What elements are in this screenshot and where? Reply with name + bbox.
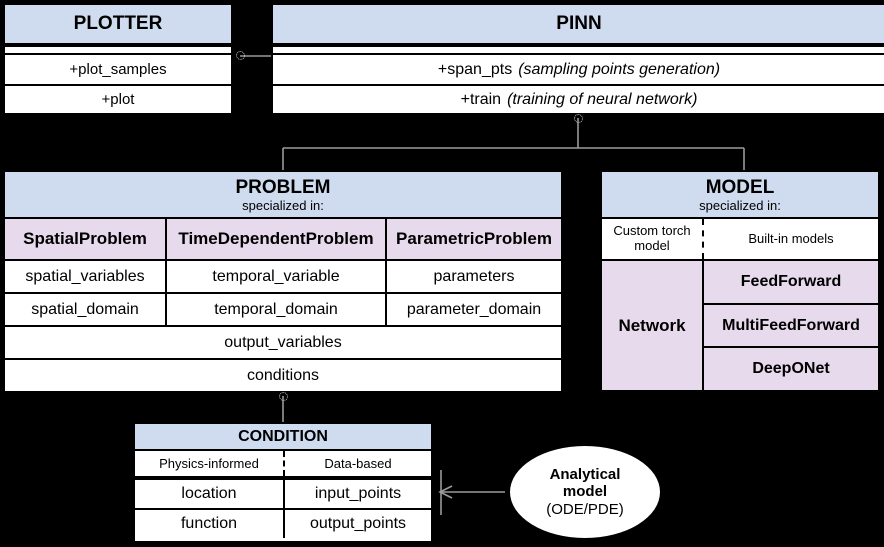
pinn-method-train-note: (training of neural network) <box>507 90 698 108</box>
problem-attr-conditions: conditions <box>5 358 561 391</box>
model-category-row: Custom torch model Built-in models <box>602 219 878 261</box>
model-category-custom-torch: Custom torch model <box>602 219 702 259</box>
class-box-pinn[interactable]: PINN +span_pts (sampling points generati… <box>271 3 884 113</box>
condition-row-1: location input_points <box>135 478 431 508</box>
problem-attr-output-variables: output_variables <box>5 325 561 358</box>
plotter-empty-compartment <box>5 45 231 55</box>
analytical-line-1: Analytical <box>549 465 621 483</box>
pinn-method-train: +train (training of neural network) <box>273 84 884 113</box>
problem-subclass-timedependent[interactable]: TimeDependentProblem <box>165 219 385 259</box>
model-body: Network FeedForward MultiFeedForward Dee… <box>602 261 878 391</box>
condition-attr-input-points: input_points <box>283 480 431 508</box>
problem-attr-spatial-variables: spatial_variables <box>5 261 165 292</box>
condition-kind-physics-informed: Physics-informed <box>135 451 283 476</box>
class-box-plotter[interactable]: PLOTTER +plot_samples +plot <box>3 3 233 113</box>
problem-attr-parameters: parameters <box>385 261 561 292</box>
problem-subclass-row: SpatialProblem TimeDependentProblem Para… <box>5 219 561 259</box>
model-entry-deeponet[interactable]: DeepONet <box>704 346 878 391</box>
problem-attribute-row-2: spatial_domain temporal_domain parameter… <box>5 292 561 325</box>
model-title: MODEL <box>705 177 775 198</box>
condition-row-2: function output_points <box>135 508 431 538</box>
analytical-model-ellipse[interactable]: Analytical model (ODE/PDE) <box>508 444 662 540</box>
model-entry-feedforward[interactable]: FeedForward <box>704 261 878 303</box>
pinn-method-span-pts-note: (sampling points generation) <box>518 60 721 78</box>
condition-attr-location: location <box>181 485 237 502</box>
plotter-method-plot-samples: +plot_samples <box>5 55 231 84</box>
problem-attr-parameter-domain: parameter_domain <box>385 294 561 325</box>
pinn-method-span-pts: +span_pts (sampling points generation) <box>273 55 884 84</box>
plotter-method-plot: +plot <box>5 84 231 113</box>
model-subtitle: specialized in: <box>699 198 781 214</box>
model-category-builtin: Built-in models <box>702 219 878 259</box>
problem-attribute-row-1: spatial_variables temporal_variable para… <box>5 259 561 292</box>
plotter-title: PLOTTER <box>5 5 231 45</box>
class-box-condition[interactable]: CONDITION Physics-informed Data-based lo… <box>133 422 433 543</box>
problem-subclass-parametric[interactable]: ParametricProblem <box>385 219 561 259</box>
analytical-line-2: model <box>562 483 608 501</box>
association-endpoint-pinn-children <box>574 114 583 123</box>
problem-header: PROBLEM specialized in: <box>5 172 561 219</box>
problem-attr-spatial-domain: spatial_domain <box>5 294 165 325</box>
condition-title: CONDITION <box>135 424 431 451</box>
pinn-method-span-pts-name: +span_pts <box>437 60 513 78</box>
problem-title: PROBLEM <box>235 177 331 198</box>
pinn-empty-compartment <box>273 45 884 55</box>
model-header: MODEL specialized in: <box>602 172 878 219</box>
condition-attr-function: function <box>180 515 238 532</box>
pinn-title: PINN <box>273 5 884 45</box>
problem-subtitle: specialized in: <box>242 198 324 214</box>
analytical-line-3: (ODE/PDE) <box>546 500 624 518</box>
association-endpoint-problem-condition <box>279 392 288 401</box>
association-endpoint-plotter-pinn <box>236 51 245 60</box>
condition-kind-row: Physics-informed Data-based <box>135 451 431 478</box>
condition-kind-data-based: Data-based <box>283 451 431 476</box>
pinn-method-train-name: +train <box>460 90 502 108</box>
class-box-model[interactable]: MODEL specialized in: Custom torch model… <box>600 170 880 392</box>
model-entry-multifeedforward[interactable]: MultiFeedForward <box>704 302 878 347</box>
condition-attr-output-points: output_points <box>283 510 431 538</box>
problem-attr-temporal-variable: temporal_variable <box>165 261 385 292</box>
problem-attr-temporal-domain: temporal_domain <box>165 294 385 325</box>
model-builtin-list: FeedForward MultiFeedForward DeepONet <box>702 261 878 391</box>
model-entry-network[interactable]: Network <box>602 261 702 390</box>
class-box-problem[interactable]: PROBLEM specialized in: SpatialProblem T… <box>3 170 563 392</box>
problem-subclass-spatial[interactable]: SpatialProblem <box>5 219 165 259</box>
